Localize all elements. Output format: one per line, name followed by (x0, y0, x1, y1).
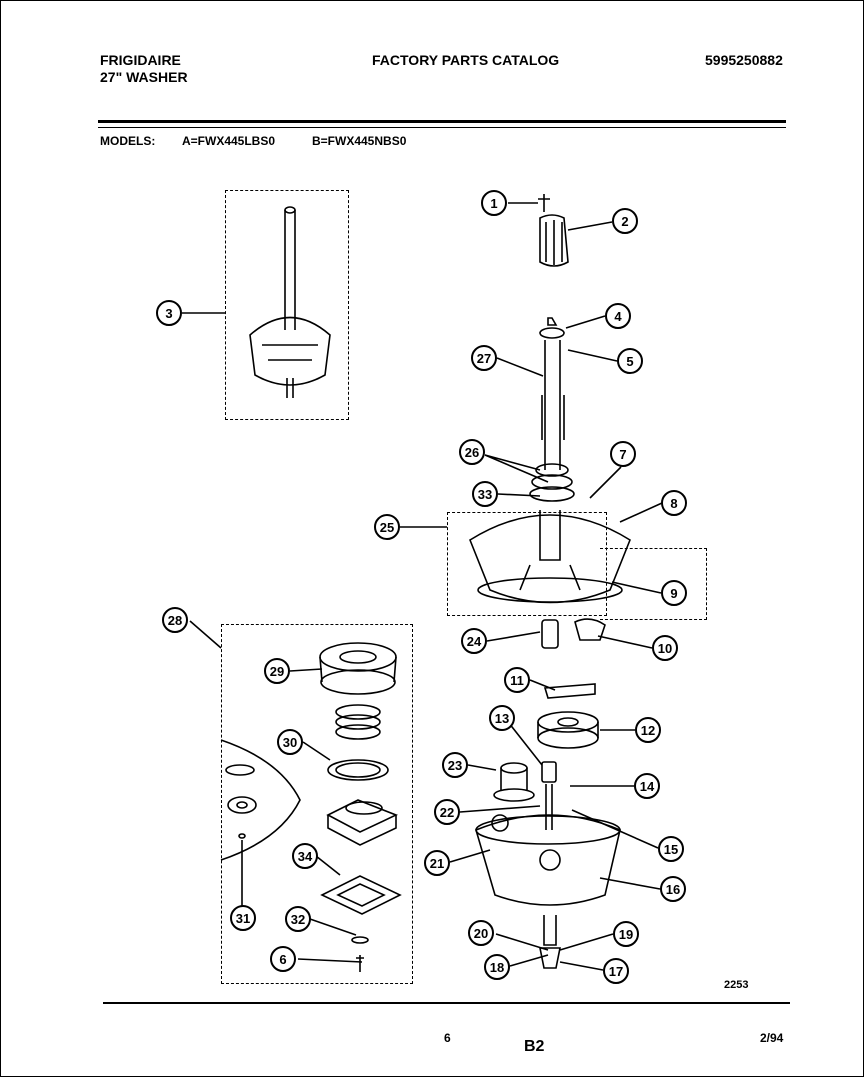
assembly-group-25 (447, 512, 607, 616)
assembly-group-25-ext (600, 548, 707, 620)
callout-30: 30 (277, 729, 303, 755)
model-b: B=FWX445NBS0 (312, 134, 407, 148)
callout-21: 21 (424, 850, 450, 876)
callout-25: 25 (374, 514, 400, 540)
catalog-number: 5995250882 (705, 52, 783, 68)
callout-34: 34 (292, 843, 318, 869)
catalog-title: FACTORY PARTS CATALOG (372, 52, 560, 68)
callout-31: 31 (230, 905, 256, 931)
callout-14: 14 (634, 773, 660, 799)
callout-9: 9 (661, 580, 687, 606)
callout-3: 3 (156, 300, 182, 326)
callout-20: 20 (468, 920, 494, 946)
callout-26: 26 (459, 439, 485, 465)
callout-6: 6 (270, 946, 296, 972)
footer-rule (103, 1002, 790, 1004)
callout-13: 13 (489, 705, 515, 731)
section-code: B2 (524, 1038, 545, 1055)
callout-4: 4 (605, 303, 631, 329)
header-rule-top (98, 120, 786, 123)
seal-kit-group-28 (221, 624, 413, 984)
callout-15: 15 (658, 836, 684, 862)
callout-32: 32 (285, 906, 311, 932)
page-number: 6 (444, 1031, 451, 1045)
callout-8: 8 (661, 490, 687, 516)
callout-1: 1 (481, 190, 507, 216)
callout-7: 7 (610, 441, 636, 467)
callout-27: 27 (471, 345, 497, 371)
callout-19: 19 (613, 921, 639, 947)
callout-11: 11 (504, 667, 530, 693)
callout-17: 17 (603, 958, 629, 984)
callout-29: 29 (264, 658, 290, 684)
callout-5: 5 (617, 348, 643, 374)
callout-28: 28 (162, 607, 188, 633)
header-rule-thin (98, 127, 786, 128)
callout-12: 12 (635, 717, 661, 743)
callout-2: 2 (612, 208, 638, 234)
brand-name: FRIGIDAIRE (100, 52, 181, 68)
models-label: MODELS: (100, 134, 156, 148)
callout-23: 23 (442, 752, 468, 778)
callout-18: 18 (484, 954, 510, 980)
revision-date: 2/94 (760, 1031, 784, 1045)
drawing-number: 2253 (724, 979, 749, 991)
callout-10: 10 (652, 635, 678, 661)
product-name: 27" WASHER (100, 69, 188, 85)
model-a: A=FWX445LBS0 (182, 134, 276, 148)
assembly-group-3 (225, 190, 349, 420)
callout-22: 22 (434, 799, 460, 825)
callout-33: 33 (472, 481, 498, 507)
callout-16: 16 (660, 876, 686, 902)
callout-24: 24 (461, 628, 487, 654)
